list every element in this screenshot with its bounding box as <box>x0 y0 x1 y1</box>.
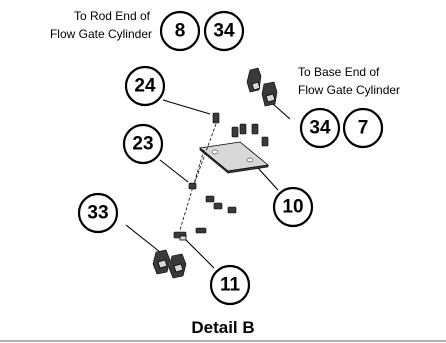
nuts-middle <box>173 182 237 241</box>
callout-34-right: 34 <box>299 107 341 149</box>
callout-34-top-label: 34 <box>213 21 235 42</box>
rod-end-note-line1: To Rod End of <box>74 9 151 23</box>
callout-11-label: 11 <box>220 275 241 296</box>
callout-23-label: 23 <box>132 134 153 155</box>
leader-11 <box>185 239 215 269</box>
base-end-note-line2: Flow Gate Cylinder <box>298 83 400 97</box>
leader-10 <box>257 167 279 191</box>
callout-8-label: 8 <box>175 21 186 42</box>
bolts-top <box>212 112 269 147</box>
plate-part-10 <box>199 141 269 174</box>
detail-caption: Detail B <box>191 318 254 337</box>
callout-34-top: 34 <box>203 10 245 52</box>
leader-34-right <box>272 103 291 120</box>
callout-33: 33 <box>77 192 119 234</box>
callout-8: 8 <box>159 10 201 52</box>
fittings-part-33 <box>152 249 187 279</box>
alignment-line-1 <box>191 123 217 191</box>
callout-24: 24 <box>124 65 166 107</box>
leader-24 <box>162 99 211 115</box>
alignment-line-2 <box>179 149 205 231</box>
callout-23: 23 <box>122 123 164 165</box>
fittings-rod-end <box>246 67 278 107</box>
callout-7: 7 <box>342 107 384 149</box>
leader-23 <box>159 159 189 183</box>
callout-24-label: 24 <box>134 76 156 97</box>
callout-11: 11 <box>209 264 251 306</box>
callout-33-label: 33 <box>87 203 108 224</box>
callout-7-label: 7 <box>358 118 369 139</box>
base-end-note-line1: To Base End of <box>298 65 380 79</box>
callout-34-right-label: 34 <box>309 118 331 139</box>
rod-end-note-line2: Flow Gate Cylinder <box>50 27 152 41</box>
callout-10-label: 10 <box>282 197 303 218</box>
callout-10: 10 <box>272 186 314 228</box>
leader-33 <box>125 224 161 253</box>
